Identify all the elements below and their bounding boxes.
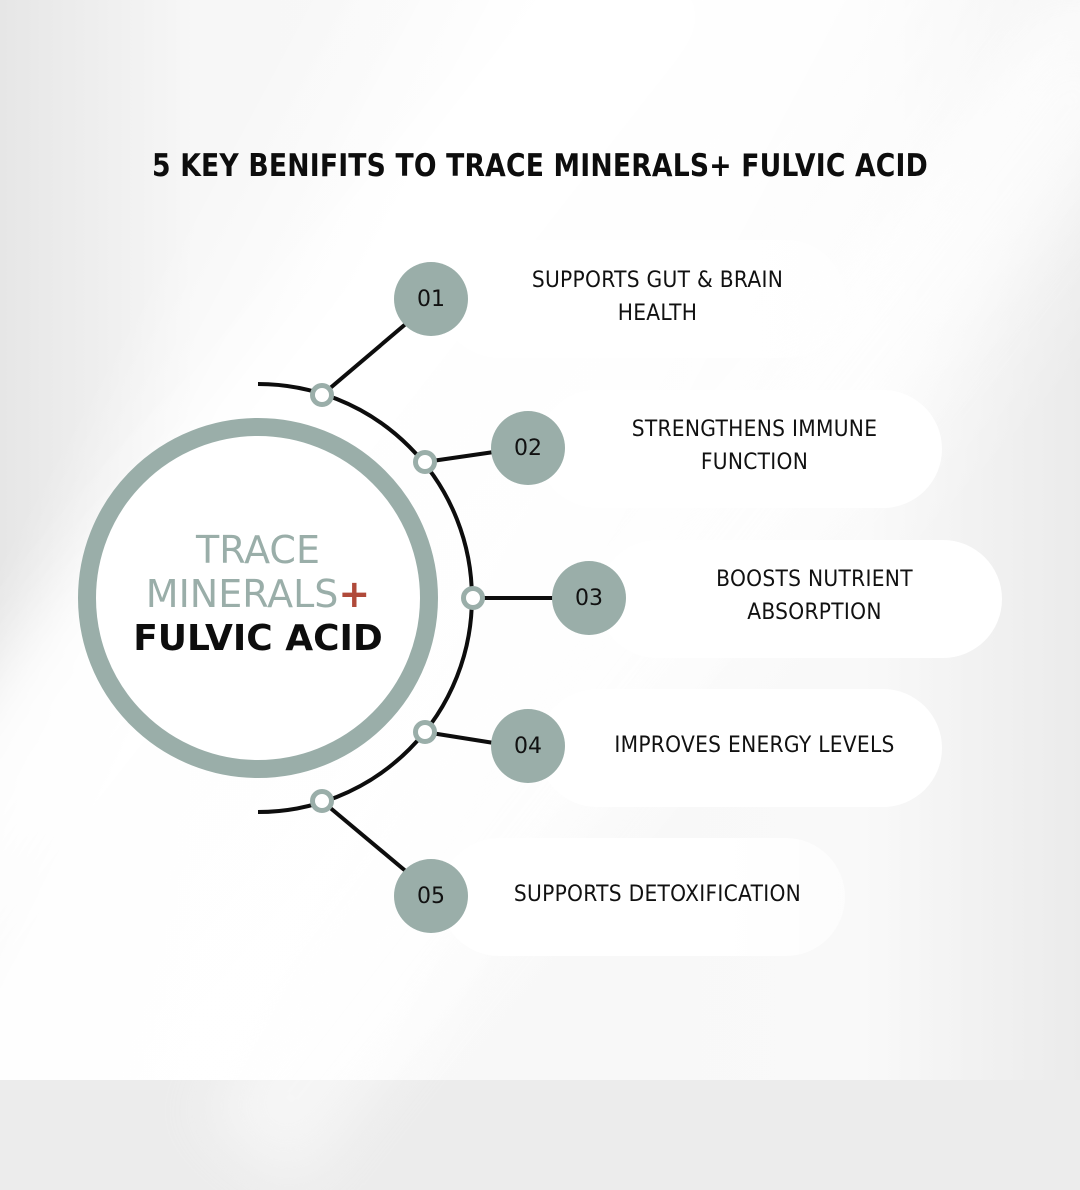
center-line-trace: TRACE [196, 528, 320, 572]
node-dot-3 [461, 586, 485, 610]
benefit-label-5: SUPPORTS DETOXIFICATION [485, 878, 830, 911]
spoke-1 [320, 320, 410, 397]
benefit-4-line1: IMPROVES ENERGY LEVELS [614, 733, 895, 758]
node-dot-5 [310, 789, 334, 813]
benefit-label-4: IMPROVES ENERGY LEVELS [582, 729, 927, 762]
benefit-1-line2: HEALTH [617, 301, 698, 326]
plus-sign: + [338, 572, 371, 616]
center-line-minerals: MINERALS+ [100, 572, 416, 616]
center-ring [78, 418, 438, 778]
benefit-5-line1: SUPPORTS DETOXIFICATION [513, 882, 802, 907]
number-badge-1: 01 [394, 262, 468, 336]
benefit-pill-4 [538, 689, 942, 807]
benefit-pill-3 [598, 540, 1002, 658]
benefit-1-line1: SUPPORTS GUT & BRAIN [531, 268, 784, 293]
benefit-pill-5 [440, 838, 845, 956]
number-badge-4: 04 [491, 709, 565, 783]
connector-diagram [78, 320, 554, 875]
benefit-3-line2: ABSORPTION [747, 600, 882, 625]
node-dot-4 [413, 720, 437, 744]
benefit-pill-2 [538, 390, 942, 508]
center-label: TRACE MINERALS+ FULVIC ACID [100, 528, 416, 662]
benefit-label-1: SUPPORTS GUT & BRAIN HEALTH [485, 264, 830, 330]
spoke-5 [320, 799, 410, 875]
center-line-fulvic-acid: FULVIC ACID [133, 618, 383, 659]
benefit-3-line1: BOOSTS NUTRIENT [716, 567, 913, 592]
benefit-2-line2: FUNCTION [700, 450, 809, 475]
node-dot-1 [310, 383, 334, 407]
number-badge-3: 03 [552, 561, 626, 635]
benefit-label-3: BOOSTS NUTRIENT ABSORPTION [642, 563, 987, 629]
benefit-label-2: STRENGTHENS IMMUNE FUNCTION [582, 413, 927, 479]
page-title: 5 KEY BENIFITS TO TRACE MINERALS+ FULVIC… [152, 148, 928, 184]
number-badge-5: 05 [394, 859, 468, 933]
benefit-pill-1 [440, 240, 845, 358]
node-dot-2 [413, 450, 437, 474]
benefit-2-line1: STRENGTHENS IMMUNE [631, 417, 878, 442]
minerals-text: MINERALS [145, 572, 339, 616]
number-badge-2: 02 [491, 411, 565, 485]
